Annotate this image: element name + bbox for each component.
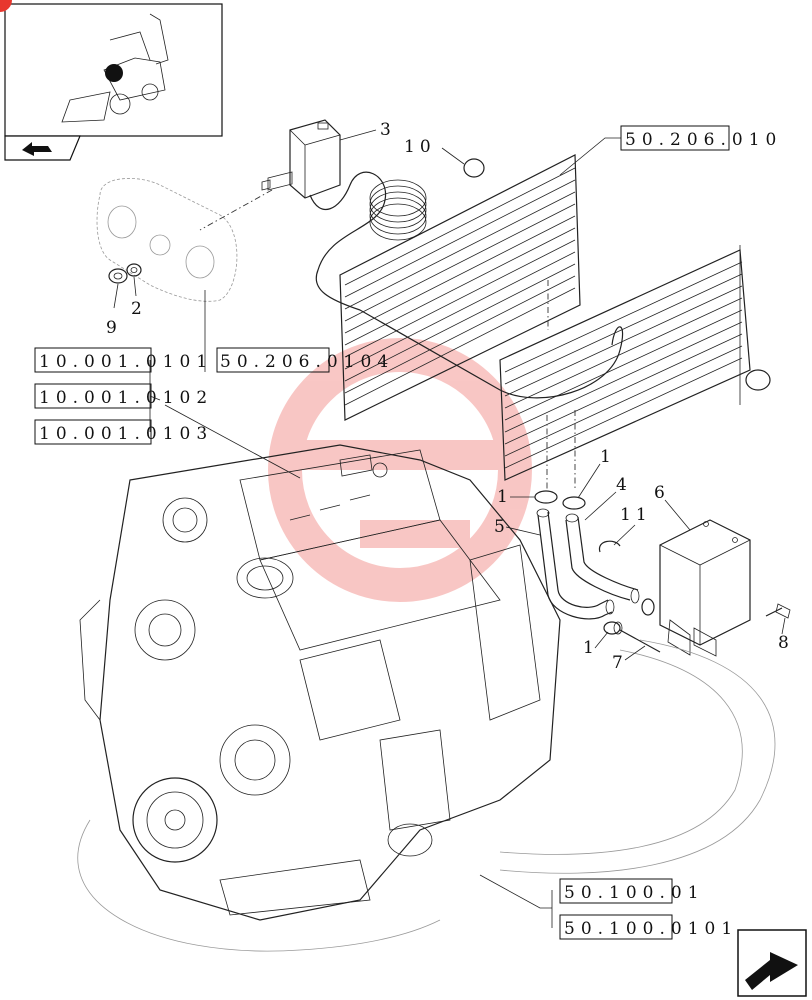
bolt-part-7[interactable] xyxy=(613,621,661,653)
callout-2: 2 xyxy=(131,299,142,319)
engine-assembly xyxy=(79,444,561,921)
watermark-logo xyxy=(268,338,532,602)
hose-clamp-part-1-top-right[interactable] xyxy=(562,496,586,510)
arrow-next-icon xyxy=(745,952,798,990)
callout-10: 10 xyxy=(404,137,436,157)
callout-9: 9 xyxy=(106,318,117,338)
ref-10-001-0101[interactable]: 10.001.0101 xyxy=(34,347,213,373)
callout-1a: 1 xyxy=(600,447,611,467)
coolant-return-line xyxy=(77,639,776,952)
nav-next-button[interactable] xyxy=(737,929,807,997)
nav-prev-button[interactable] xyxy=(4,135,81,161)
cab-panel-outline xyxy=(96,178,238,302)
washer-part-9[interactable] xyxy=(108,268,128,284)
water-valve-part-6[interactable] xyxy=(659,519,751,657)
callout-1c: 1 xyxy=(583,638,594,658)
hose-part-4[interactable] xyxy=(565,513,640,604)
svg-text:10.001.0101: 10.001.0101 xyxy=(39,352,213,372)
hose-part-5[interactable] xyxy=(536,508,615,620)
plug-part-10[interactable] xyxy=(463,158,485,178)
callout-3: 3 xyxy=(380,120,391,140)
ref-50-100-0101[interactable]: 50.100.0101 xyxy=(559,914,738,940)
arrow-back-icon xyxy=(22,142,52,156)
svg-text:50.100.0101: 50.100.0101 xyxy=(564,919,738,939)
heater-core-upper[interactable] xyxy=(339,154,581,421)
callout-5: 5 xyxy=(494,517,505,537)
svg-text:50.100.01: 50.100.01 xyxy=(564,883,705,903)
nut-part-2[interactable] xyxy=(126,263,142,277)
callout-1b: 1 xyxy=(497,487,508,507)
ref-50-206-010[interactable]: 50.206.010 xyxy=(559,125,782,176)
callout-6: 6 xyxy=(654,483,665,503)
ref-10-001-0102[interactable]: 10.001.0102 xyxy=(34,383,213,409)
heater-core-lower[interactable] xyxy=(499,245,771,481)
svg-text:10.001.0103: 10.001.0103 xyxy=(39,424,213,444)
callout-4: 4 xyxy=(616,475,627,495)
clip-part-11[interactable] xyxy=(598,540,621,553)
machine-thumbnail[interactable] xyxy=(0,0,223,137)
callout-8: 8 xyxy=(778,633,789,653)
ref-10-001-0103[interactable]: 10.001.0103 xyxy=(34,419,213,445)
ref-50-100-01[interactable]: 50.100.01 xyxy=(559,878,705,904)
svg-text:50.206.010: 50.206.010 xyxy=(625,130,782,150)
svg-text:10.001.0102: 10.001.0102 xyxy=(39,388,213,408)
thumbnail-highlight-dot xyxy=(105,64,123,82)
callout-11: 11 xyxy=(620,505,652,525)
thermostat-part-3[interactable] xyxy=(261,119,624,399)
bolt-part-8[interactable] xyxy=(765,603,791,619)
hose-clamp-part-1-bottom[interactable] xyxy=(603,598,655,635)
ref-50-206-0104[interactable]: 50.206.0104 xyxy=(216,347,394,373)
hose-clamp-part-1-top-left[interactable] xyxy=(534,490,558,504)
capillary-coil xyxy=(369,179,427,241)
svg-text:50.206.0104: 50.206.0104 xyxy=(220,352,394,372)
callout-7: 7 xyxy=(612,653,623,673)
